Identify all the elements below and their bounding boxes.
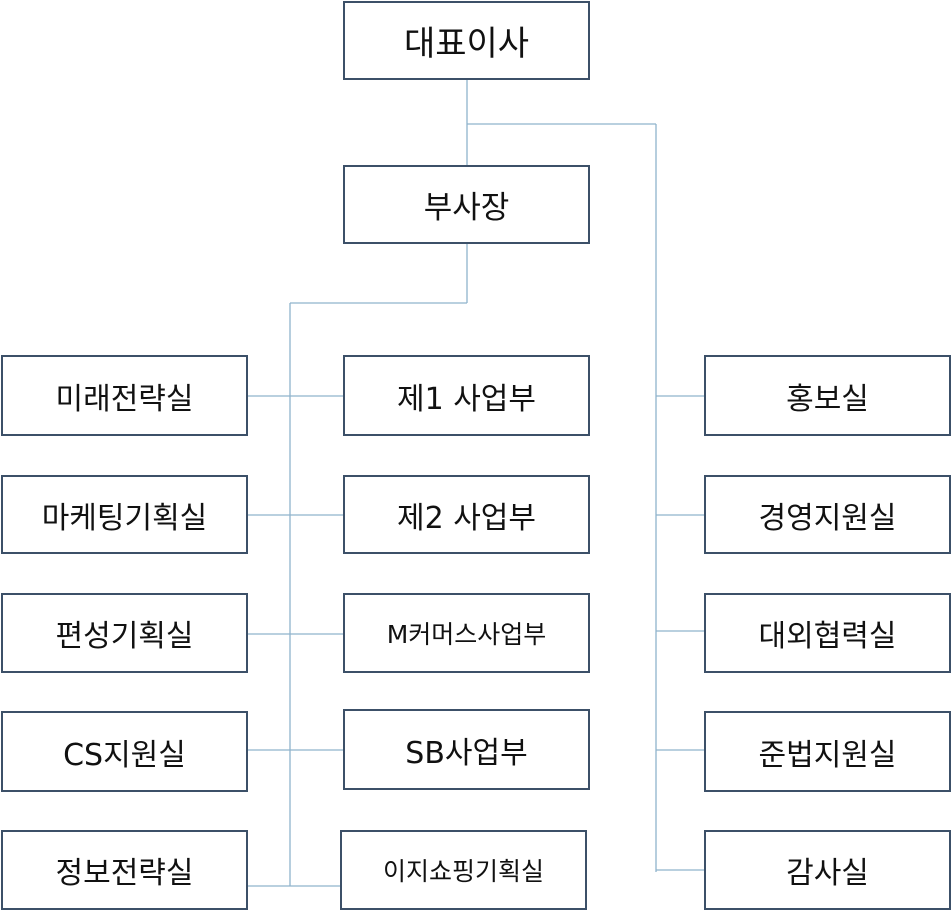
right-box-1: 홍보실 — [704, 355, 951, 436]
right-box-4: 준법지원실 — [704, 711, 951, 792]
left-box-label: 마케팅기획실 — [41, 500, 208, 536]
ceo-label: 대표이사 — [403, 24, 530, 64]
left-box-label: 정보전략실 — [55, 856, 194, 891]
center-box-3: M커머스사업부 — [343, 593, 590, 673]
center-box-4: SB사업부 — [343, 709, 590, 790]
right-box-label: 경영지원실 — [758, 500, 897, 536]
center-box-label: SB사업부 — [405, 735, 528, 771]
right-box-5: 감사실 — [704, 830, 951, 910]
center-box-label: 제1 사업부 — [396, 381, 537, 417]
right-box-label: 홍보실 — [786, 381, 869, 417]
left-box-label: 편성기획실 — [55, 619, 194, 654]
right-box-2: 경영지원실 — [704, 475, 951, 554]
left-box-2: 마케팅기획실 — [1, 475, 248, 554]
center-box-label: 이지쇼핑기획실 — [382, 857, 544, 886]
center-box-5: 이지쇼핑기획실 — [340, 830, 587, 910]
right-box-label: 준법지원실 — [758, 737, 897, 773]
right-box-3: 대외협력실 — [704, 593, 951, 673]
left-box-3: 편성기획실 — [1, 593, 248, 673]
left-box-1: 미래전략실 — [1, 355, 248, 436]
left-box-4: CS지원실 — [1, 711, 248, 792]
center-box-1: 제1 사업부 — [343, 355, 590, 436]
center-box-2: 제2 사업부 — [343, 475, 590, 554]
center-box-label: M커머스사업부 — [386, 620, 547, 649]
right-box-label: 감사실 — [786, 856, 869, 891]
left-box-5: 정보전략실 — [1, 830, 248, 910]
right-box-label: 대외협력실 — [758, 619, 897, 654]
vice-president-label: 부사장 — [423, 190, 510, 226]
vice-president-box: 부사장 — [343, 165, 590, 244]
left-box-label: 미래전략실 — [55, 381, 194, 417]
ceo-box: 대표이사 — [343, 1, 590, 80]
left-box-label: CS지원실 — [63, 737, 186, 773]
center-box-label: 제2 사업부 — [396, 500, 537, 536]
